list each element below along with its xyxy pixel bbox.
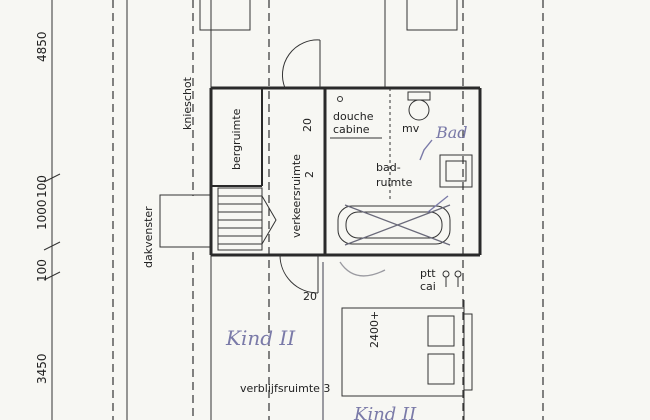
verblijfsruimte-label: verblijfsruimte 3 <box>240 382 330 395</box>
douche-label: douche <box>333 110 374 123</box>
mv-label: mv <box>402 122 420 135</box>
top-windows <box>199 0 458 31</box>
ruimte-label: ruimte <box>376 176 413 189</box>
knieschot-label: knieschot <box>181 76 194 130</box>
kind-bottom-handwritten: Kind II <box>353 404 417 420</box>
outlet-icons <box>442 270 462 287</box>
door-swing-bottom <box>279 254 319 294</box>
bad-handwritten: Bad <box>435 123 468 142</box>
dimension-top: 4850 <box>35 31 49 62</box>
bed-dimension: 2400+ <box>368 311 381 348</box>
dimension-lower: 100 <box>35 259 49 282</box>
cabine-label: cabine <box>333 123 370 136</box>
kind-handwritten: Kind II <box>225 326 296 350</box>
walls <box>209 86 482 257</box>
handwritten-arrow <box>419 139 433 161</box>
door-number-top: 20 <box>301 118 314 132</box>
dimension-bottom: 3450 <box>35 353 49 384</box>
bathtub <box>337 195 451 246</box>
dakvenster-window <box>159 194 211 248</box>
bergruimte-label: bergruimte <box>230 108 243 170</box>
stairs <box>217 187 277 251</box>
dimension-line <box>43 0 61 420</box>
drain-icon <box>337 96 343 102</box>
dimension-middle: 1000 <box>35 199 49 230</box>
dakvenster-label: dakvenster <box>142 206 155 268</box>
badruimte-label: bad- <box>376 161 401 174</box>
cai-label: cai <box>420 280 436 293</box>
ptt-label: ptt <box>420 267 436 280</box>
bed <box>341 300 473 420</box>
roof-lines <box>112 0 544 420</box>
sink-icon <box>439 154 473 188</box>
verkeersruimte-number: 2 <box>303 171 316 178</box>
handwritten-lines <box>322 261 386 420</box>
door-number-bottom: 20 <box>303 290 317 303</box>
dimension-middle-2: 100 <box>35 175 49 198</box>
door-swing-top <box>281 39 321 89</box>
toilet-icon <box>407 91 431 121</box>
verkeersruimte-label: verkeersruimte <box>290 154 303 238</box>
